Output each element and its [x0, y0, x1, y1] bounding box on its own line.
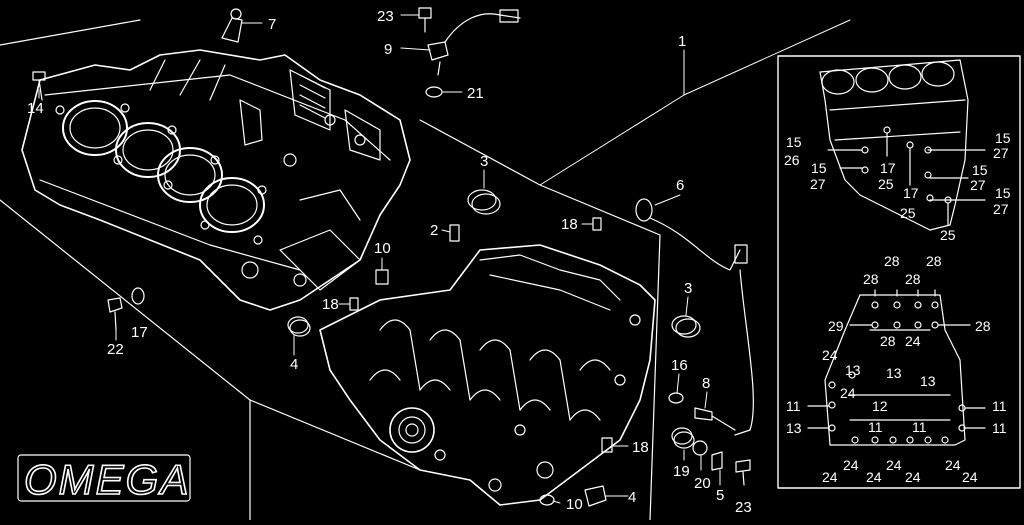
small-parts-drawing: [32, 7, 754, 507]
callout-number: 24: [822, 347, 838, 363]
callout-number: 27: [810, 176, 826, 192]
callout-number: 24: [945, 457, 961, 473]
callout-number: 6: [676, 177, 684, 194]
inset-bottom-callouts: 28 28 28 29 28 28 28 24 24 13 13 13 11 1…: [786, 253, 1007, 485]
callout-number: 25: [900, 205, 916, 221]
logo-frame: [17, 454, 191, 502]
callout-number: 14: [27, 100, 44, 117]
callout-number: 28: [926, 253, 942, 269]
callout-number: 18: [322, 296, 339, 313]
callout-number: 24: [866, 469, 882, 485]
callout-number: 29: [828, 318, 844, 334]
callout-number: 24: [843, 457, 859, 473]
callout-number: 24: [962, 469, 978, 485]
callout-number: 11: [992, 420, 1007, 436]
callout-number: 17: [131, 324, 148, 341]
callout-number: 11: [868, 419, 883, 435]
callout-number: 17: [903, 185, 919, 201]
callout-number: 18: [632, 439, 649, 456]
callout-number: 5: [716, 487, 724, 504]
callout-number: 24: [886, 457, 902, 473]
callout-number: 11: [992, 398, 1007, 414]
callout-number: 25: [878, 176, 894, 192]
callout-number: 7: [268, 16, 276, 33]
callout-number: 27: [993, 145, 1009, 161]
callout-number: 20: [694, 475, 711, 492]
callout-number: 27: [993, 201, 1009, 217]
callout-number: 2: [430, 222, 438, 239]
callout-number: 10: [566, 496, 583, 513]
callout-number: 15: [995, 130, 1011, 146]
callout-number: 3: [480, 153, 488, 170]
omega-logo: OMEGA: [24, 456, 190, 503]
callout-number: 1: [678, 33, 686, 50]
callout-number: 28: [863, 271, 879, 287]
callout-number: 9: [384, 41, 392, 58]
callout-number: 15: [995, 185, 1011, 201]
callout-number: 26: [784, 152, 800, 168]
callout-number: 13: [920, 373, 936, 389]
callout-number: 23: [377, 8, 394, 25]
callout-number: 15: [972, 162, 988, 178]
callout-number: 25: [940, 227, 956, 243]
lower-crankcase-drawing: [249, 119, 661, 521]
inset-top-callouts: 15 26 15 27 17 25 15 27 17 15 27 25 15 2…: [784, 130, 1011, 243]
callout-number: 23: [735, 499, 752, 516]
callout-number: 24: [822, 469, 838, 485]
callout-number: 13: [786, 420, 802, 436]
callout-number: 24: [905, 469, 921, 485]
upper-crankcase-drawing: [0, 19, 411, 521]
callout-number: 12: [872, 398, 888, 414]
callout-number: 15: [811, 160, 827, 176]
callout-number: 8: [702, 375, 710, 392]
callout-number: 16: [671, 357, 688, 374]
callout-number: 24: [840, 385, 856, 401]
callout-number: 24: [905, 333, 921, 349]
callout-number: 28: [905, 271, 921, 287]
callout-number: 4: [290, 356, 298, 373]
callout-number: 11: [786, 398, 801, 414]
leader-lines: [38, 14, 851, 504]
callout-number: 28: [884, 253, 900, 269]
callout-number: 19: [673, 463, 690, 480]
callout-number: 3: [684, 280, 692, 297]
callout-number: 27: [970, 177, 986, 193]
main-callouts: 7 23 9 21 1 14 3 2 18 6 10 17 22 18 4 3 …: [27, 8, 752, 516]
callout-number: 21: [467, 85, 484, 102]
bolt-pattern-inset: [777, 55, 1021, 489]
callout-number: 28: [880, 333, 896, 349]
callout-number: 15: [786, 134, 802, 150]
callout-number: 10: [374, 240, 391, 257]
callout-number: 18: [561, 216, 578, 233]
callout-number: 17: [880, 160, 896, 176]
callout-number: 13: [845, 362, 861, 378]
callout-number: 22: [107, 341, 124, 358]
callout-number: 28: [975, 318, 991, 334]
callout-number: 13: [886, 365, 902, 381]
callout-number: 11: [912, 419, 927, 435]
callout-number: 4: [628, 489, 636, 506]
